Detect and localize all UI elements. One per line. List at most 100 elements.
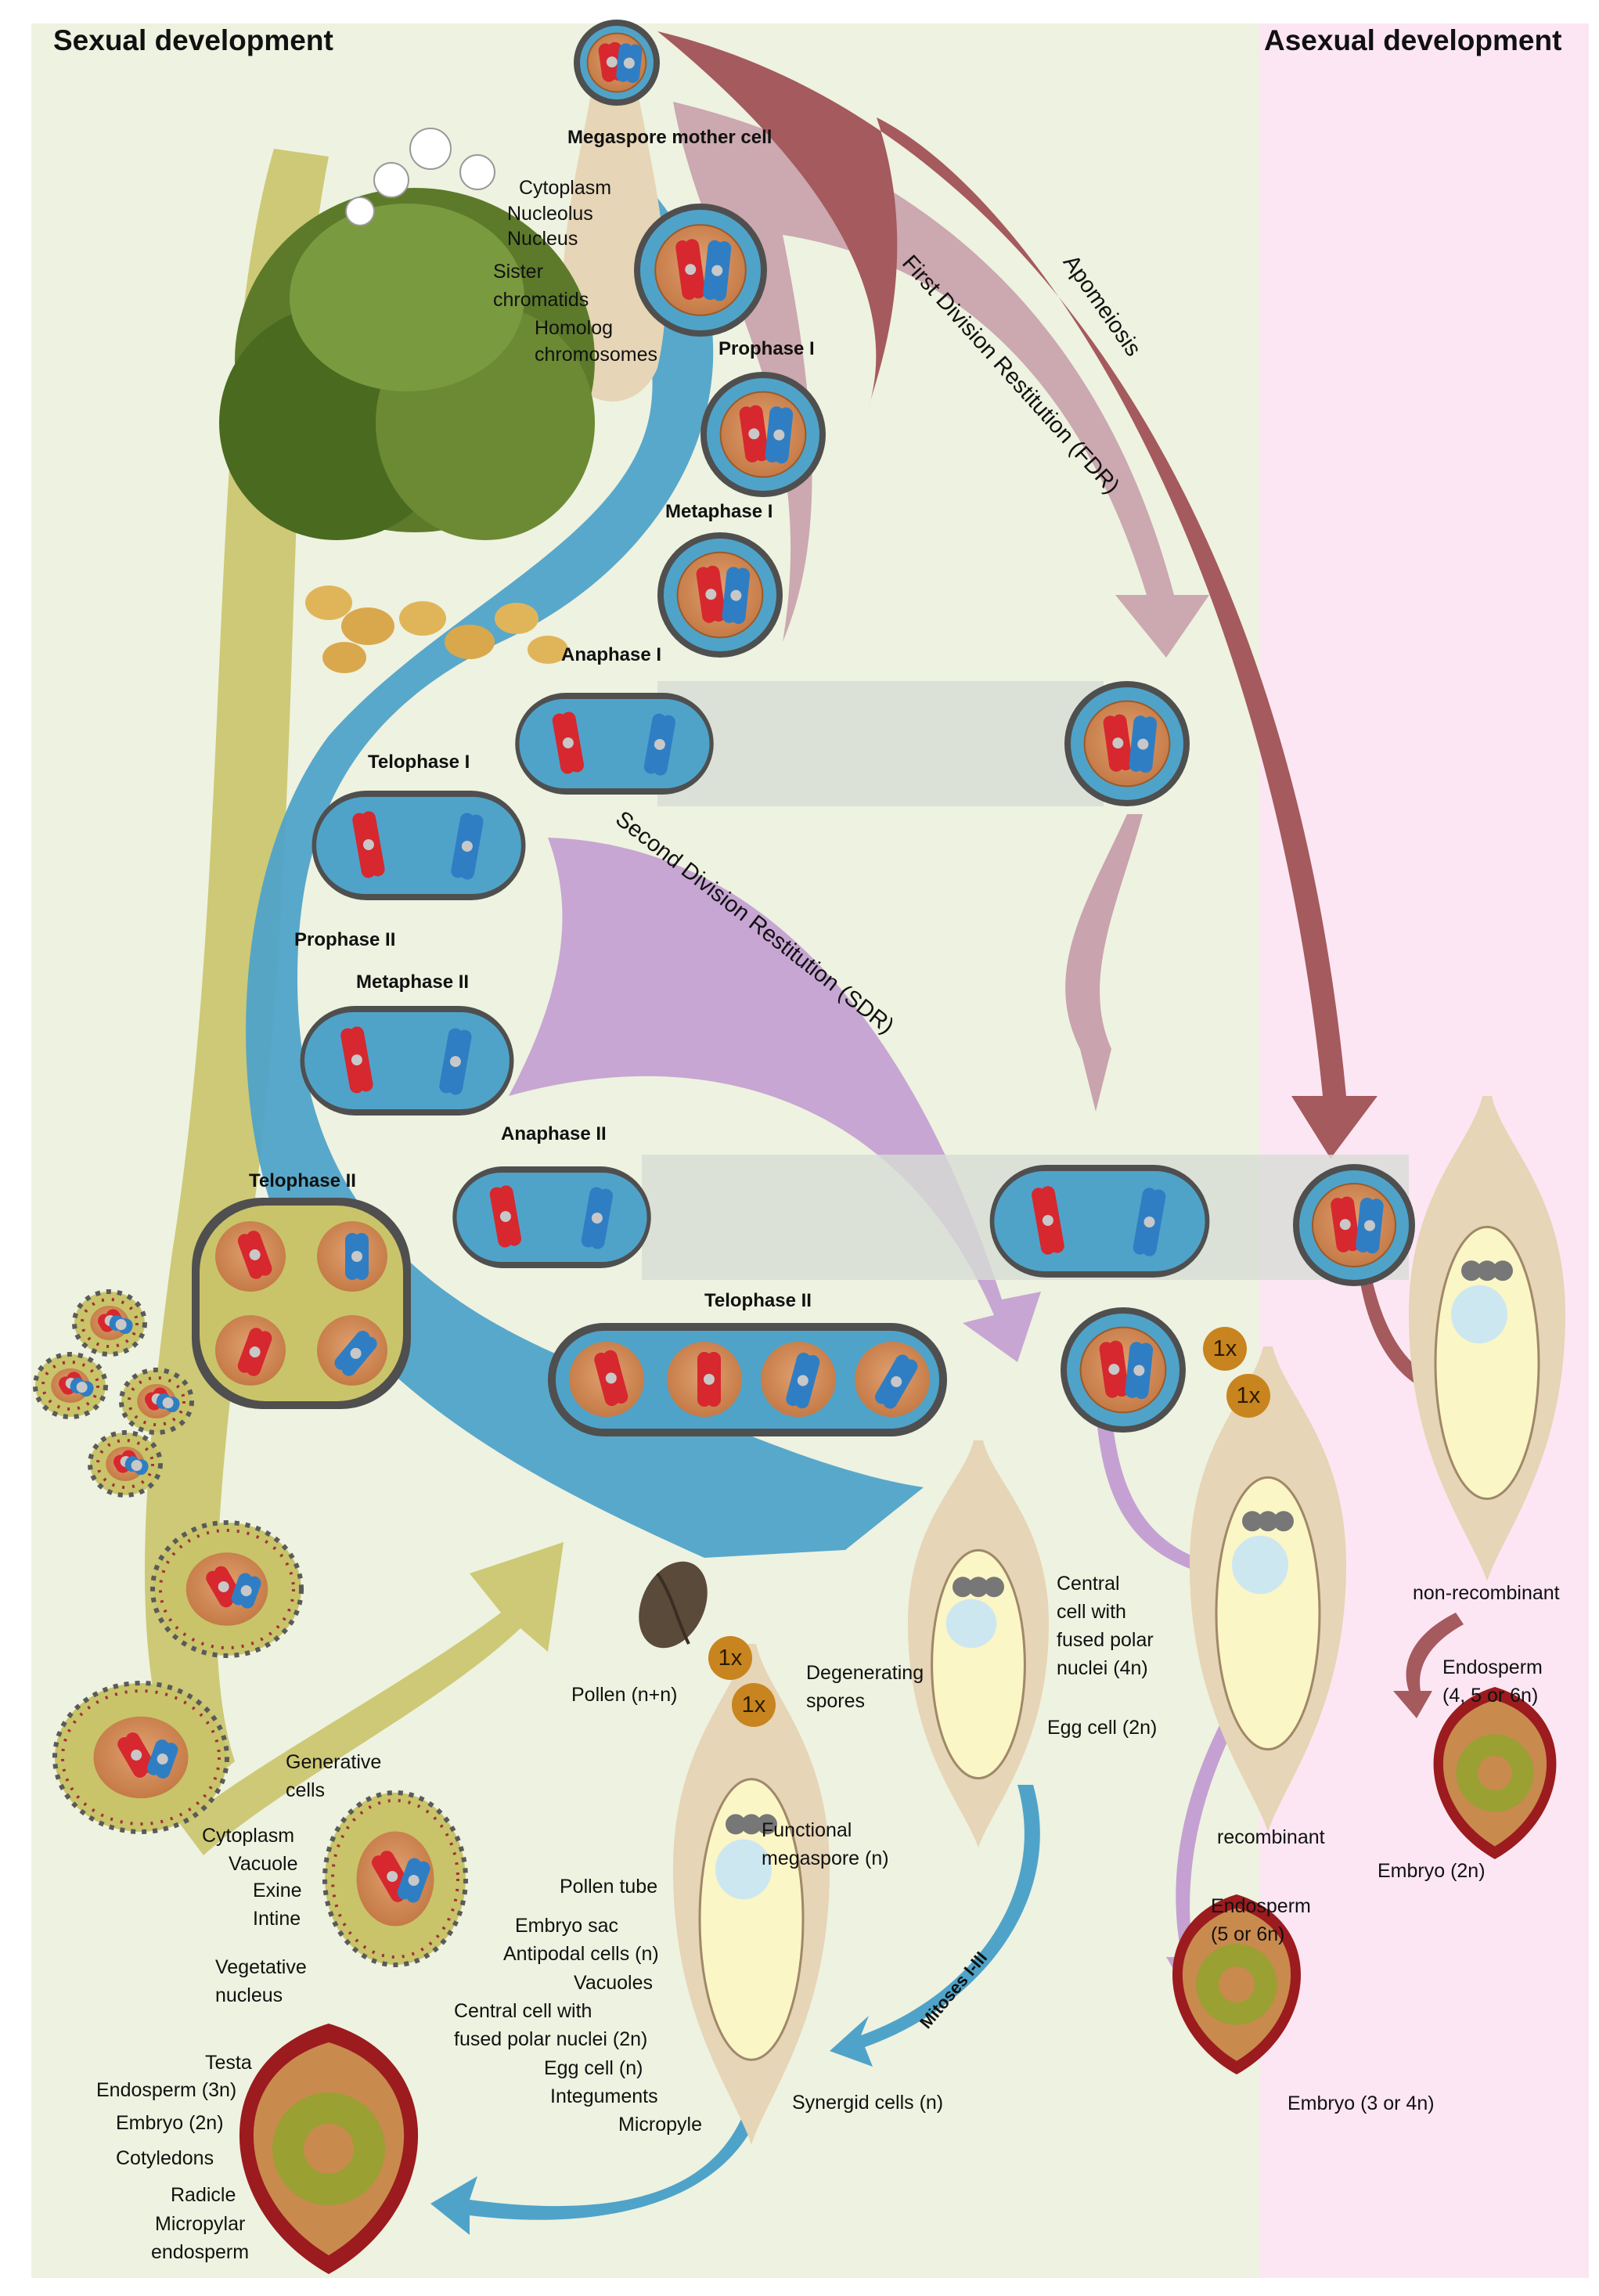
homolog-label: Homolog: [535, 317, 614, 339]
sdr-arrow: [509, 838, 1041, 1362]
vacuoles-label: Vacuoles: [574, 1972, 653, 1994]
generative-label: Generative: [286, 1751, 382, 1773]
synergid-label: Synergid cells (n): [792, 2092, 944, 2114]
recombinant-endosperm-label: Endosperm: [1211, 1895, 1311, 1917]
fdr-arrow: [673, 102, 1209, 658]
sexual-panel-title: Sexual development: [53, 24, 333, 56]
micropylar-label: Micropylar: [155, 2213, 246, 2235]
integuments-label: Integuments: [550, 2085, 658, 2107]
microspore-2: [33, 1352, 108, 1419]
exine-label: Exine: [253, 1880, 302, 1901]
ovule-embryo-sac: [673, 1644, 830, 2145]
radicle-label: Radicle: [171, 2184, 236, 2206]
metaphase-i-label: Metaphase I: [665, 501, 773, 522]
asexual-endosperm-label: Endosperm: [1442, 1656, 1543, 1678]
fdr-anaphase-cell: [989, 1165, 1210, 1278]
ovule-unreduced: [1190, 1346, 1346, 1832]
badge-1x: 1x: [732, 1683, 776, 1727]
pollen-vacuole-label: Vacuole: [229, 1853, 298, 1875]
sdr-cell: [1061, 1307, 1186, 1433]
pollen-label: Pollen (n+n): [571, 1684, 678, 1706]
ovule-functional-megaspore: [908, 1440, 1049, 1847]
olive-arrow-left: [145, 149, 329, 1800]
antipodal-label: Antipodal cells (n): [503, 1943, 659, 1965]
seed-endosperm-label: Endosperm (3n): [96, 2079, 237, 2101]
pollen-cytoplasm-label: Cytoplasm: [202, 1825, 295, 1847]
telophase-ii-ovule-label: Telophase II: [704, 1290, 812, 1311]
anaphase-i-label: Anaphase I: [561, 644, 662, 665]
asexual-panel-title: Asexual development: [1264, 24, 1562, 56]
micropylar-label-2: endosperm: [151, 2241, 250, 2263]
uninucleate-pollen: [150, 1520, 304, 1658]
fdr-cell: [1064, 681, 1190, 806]
egg-cell-label: Egg cell (n): [544, 2057, 643, 2079]
cell-top: [574, 20, 660, 106]
megaspore-mother-cell-label: Megaspore mother cell: [567, 127, 772, 148]
seed-recombinant: [1172, 1894, 1301, 2074]
central-cell-label: Central cell with: [454, 2000, 592, 2022]
metaphase-ii-label: Metaphase II: [356, 971, 470, 993]
micropyle-label: Micropyle: [618, 2114, 702, 2136]
unreduced-central-label-4: nuclei (4n): [1057, 1657, 1148, 1679]
fdr-side-arrow: [1065, 814, 1143, 1112]
testa-label: Testa: [205, 2052, 252, 2074]
apomeiosis-cell: [1293, 1164, 1415, 1286]
anaphase-ii-label: Anaphase II: [501, 1123, 607, 1144]
cotyledons-label: Cotyledons: [116, 2147, 214, 2169]
asexual-panel-bg: [1260, 23, 1589, 2278]
recombinant-embryo-label: Embryo (3 or 4n): [1287, 2092, 1435, 2114]
seed-asexual: [1433, 1687, 1557, 1859]
ovule-to-seed-arrow: [430, 2114, 759, 2235]
megaspore-mother-cell: [634, 204, 767, 337]
vegetative-label-2: nucleus: [215, 1984, 283, 2006]
seed-embryo-label: Embryo (2n): [116, 2112, 224, 2134]
intine-label: Intine: [253, 1908, 301, 1930]
unreduced-central-label: Central: [1057, 1573, 1120, 1595]
anaphase-ii-cell: [452, 1166, 651, 1268]
telophase-i-cell: [312, 791, 526, 900]
metaphase-ii-cell: [300, 1006, 514, 1116]
vegetative-label: Vegetative: [215, 1956, 307, 1978]
olive-arrow-up: [180, 1542, 564, 1855]
nucleolus-label: Nucleolus: [507, 203, 593, 225]
chromatids-label: chromatids: [493, 289, 589, 311]
microspore-1: [72, 1289, 147, 1357]
recombinant-endosperm-label-2: (5 or 6n): [1211, 1923, 1285, 1945]
telophase-i-label: Telophase I: [368, 752, 470, 773]
functional-megaspore-label-2: megaspore (n): [762, 1847, 889, 1869]
sister-label: Sister: [493, 261, 543, 283]
seed-sexual: [239, 2024, 419, 2274]
anaphase-i-band: [657, 681, 1104, 806]
pollen-tube-label: Pollen tube: [560, 1876, 658, 1898]
functional-megaspore-label: Functional: [762, 1819, 852, 1841]
potato-plant: [219, 128, 595, 673]
prophase-i-label: Prophase I: [718, 338, 815, 359]
telophase-ii-pollen-label: Telophase II: [249, 1170, 356, 1191]
bicellular-pollen: [52, 1681, 229, 1834]
degenerating-label: Degenerating: [806, 1662, 924, 1684]
pollen-grain: [639, 1561, 708, 1649]
generative-label-2: cells: [286, 1779, 326, 1801]
non-recombinant-arrow: [1393, 1613, 1464, 1718]
central-cell-label-2: fused polar nuclei (2n): [454, 2028, 648, 2050]
non-recombinant-label: non-recombinant: [1413, 1582, 1560, 1604]
prophase-i-cell: [700, 372, 826, 497]
nucleus-label: Nucleus: [507, 228, 578, 250]
ovule-asexual: [1409, 1096, 1565, 1581]
unreduced-central-label-2: cell with: [1057, 1601, 1126, 1623]
asexual-endosperm-label-2: (4, 5 or 6n): [1442, 1685, 1539, 1707]
recombinant-label: recombinant: [1217, 1826, 1325, 1848]
unreduced-central-label-3: fused polar: [1057, 1629, 1154, 1651]
degenerating-label-2: spores: [806, 1690, 866, 1712]
chromosomes-label: chromosomes: [535, 344, 657, 366]
recombinant-arrow: [1166, 1722, 1237, 1996]
microspore-4: [88, 1430, 163, 1498]
unreduced-egg-label: Egg cell (2n): [1047, 1717, 1158, 1739]
badge-1x: 1x: [1203, 1327, 1247, 1371]
metaphase-i-cell: [657, 532, 783, 658]
mitoses-arrow: [830, 1785, 1040, 2067]
prophase-ii-label: Prophase II: [294, 929, 396, 950]
telophase-ii-pollen-tetrad: [192, 1198, 411, 1409]
anaphase-i-cell: [515, 693, 714, 795]
